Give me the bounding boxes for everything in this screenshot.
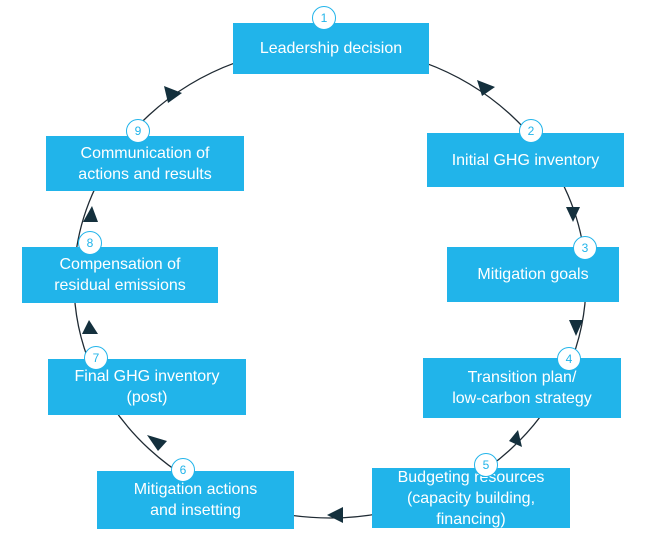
- arrow-6-to-7: [147, 435, 167, 451]
- step-7-label: Final GHG inventory (post): [74, 368, 220, 406]
- step-1-label: Leadership decision: [259, 40, 403, 57]
- arrow-3-to-4: [569, 320, 583, 336]
- arrow-1-to-2: [477, 80, 495, 96]
- step-4-label: Transition plan/ low-carbon strategy: [452, 369, 592, 407]
- step-6-label: Mitigation actions and insetting: [133, 481, 258, 519]
- step-6-number-badge: 6: [171, 458, 195, 482]
- arrow-5-to-6: [327, 507, 343, 523]
- step-3-label: Mitigation goals: [477, 266, 589, 283]
- step-6-box: Mitigation actions and insetting: [97, 471, 294, 529]
- step-7-box: Final GHG inventory (post): [48, 359, 246, 415]
- step-2-label: Initial GHG inventory: [451, 151, 600, 169]
- arrow-8-to-9: [83, 206, 98, 222]
- step-3-number-badge: 3: [573, 236, 597, 260]
- step-1-box: Leadership decision: [233, 23, 429, 74]
- step-4-box: Transition plan/ low-carbon strategy: [423, 358, 621, 418]
- arrow-4-to-5: [509, 430, 522, 447]
- step-9-number-badge: 9: [126, 119, 150, 143]
- step-5-label: Budgeting resources (capacity building, …: [397, 468, 545, 528]
- step-5-box: Budgeting resources (capacity building, …: [372, 468, 570, 528]
- arrow-7-to-8: [82, 320, 98, 334]
- step-8-box: Compensation of residual emissions: [22, 247, 218, 303]
- arrow-2-to-3: [566, 207, 580, 222]
- step-5-number-badge: 5: [474, 453, 498, 477]
- step-1-number-badge: 1: [312, 6, 336, 30]
- step-7-number-badge: 7: [84, 346, 108, 370]
- step-8-number-badge: 8: [78, 231, 102, 255]
- step-4-number-badge: 4: [557, 347, 581, 371]
- arrow-9-to-1: [164, 86, 182, 103]
- step-8-label: Compensation of residual emissions: [54, 256, 186, 294]
- step-2-number-badge: 2: [519, 119, 543, 143]
- step-9-label: Communication of actions and results: [78, 144, 212, 183]
- step-9-box: Communication of actions and results: [46, 136, 244, 191]
